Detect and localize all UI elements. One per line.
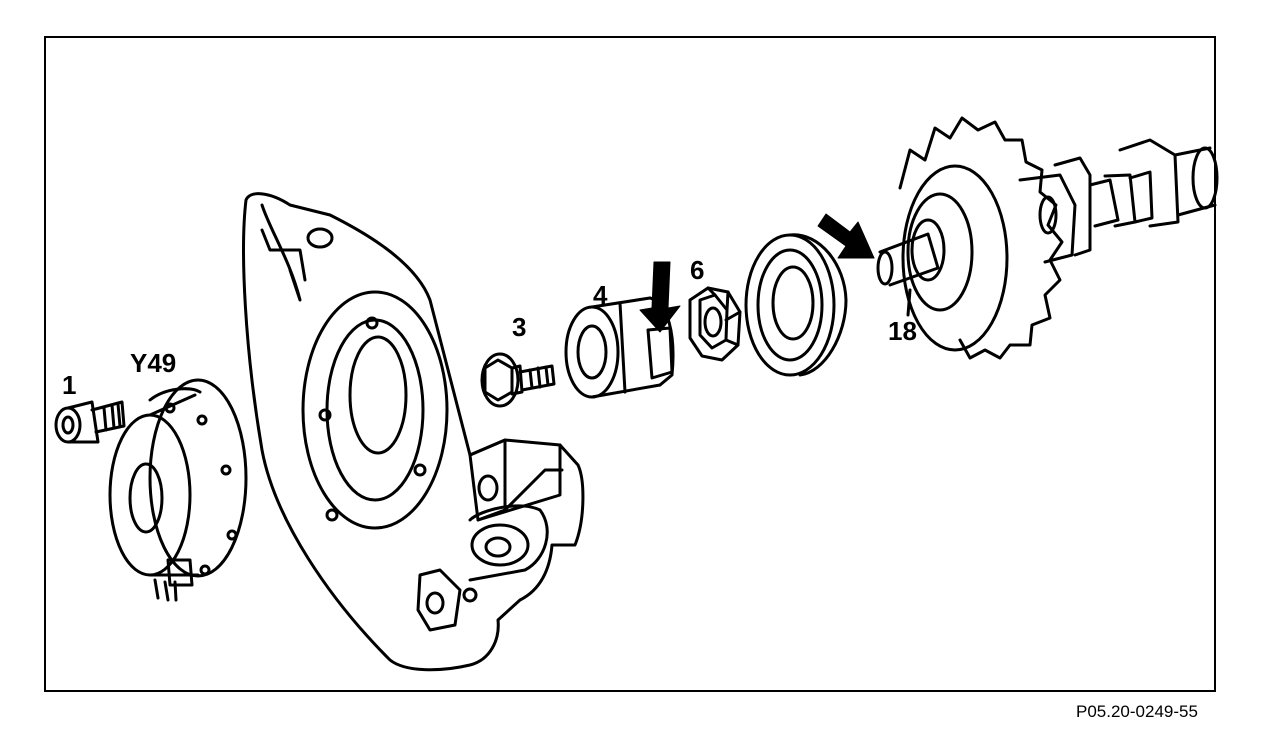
figure-reference-code: P05.20-0249-55 (1076, 702, 1198, 721)
bolt-part-3 (480, 352, 556, 408)
diagram-frame (44, 36, 1216, 692)
arrow-down-icon (639, 261, 681, 333)
sleeve-part-4 (564, 296, 675, 399)
label-part-6: 6 (690, 255, 705, 285)
cover-housing (242, 192, 585, 672)
label-part-3: 3 (512, 312, 527, 342)
sprocket-camshaft-part-18 (876, 116, 1219, 360)
seal-ring (744, 233, 848, 377)
label-part-1: 1 (62, 370, 77, 400)
label-part-18: 18 (888, 316, 917, 346)
label-part-4: 4 (593, 280, 608, 310)
label-part-y49: Y49 (130, 348, 177, 378)
nut-part-6 (688, 286, 742, 362)
arrow-right-icon (817, 213, 875, 259)
actuator-y49 (108, 378, 248, 602)
bolt-part-1 (54, 400, 126, 444)
